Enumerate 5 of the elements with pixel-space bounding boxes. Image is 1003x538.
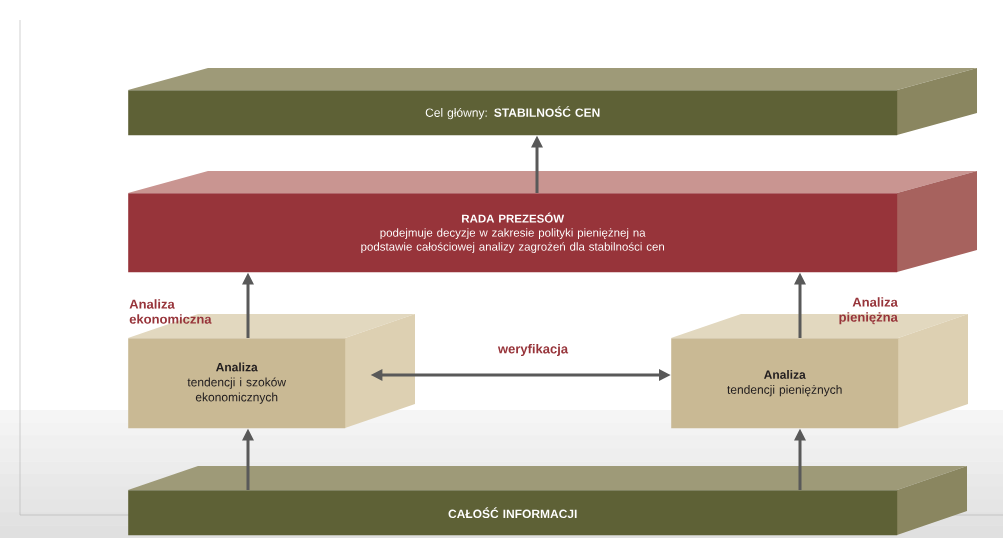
edge-label: Analiza pieniężna xyxy=(839,297,898,325)
edge-label: weryfikacja xyxy=(497,343,569,357)
box-drawing: CAŁOŚĆ INFORMACJI xyxy=(128,466,967,536)
box-drawing: Cel główny: STABILNOŚĆ CEN xyxy=(128,68,977,136)
box-drawing: RADA PREZESÓW podejmuje decyzje w zakresie polityki pieniężnej na podstawie całościowej analizy zagrożeń dla stabilności cen xyxy=(128,171,977,273)
